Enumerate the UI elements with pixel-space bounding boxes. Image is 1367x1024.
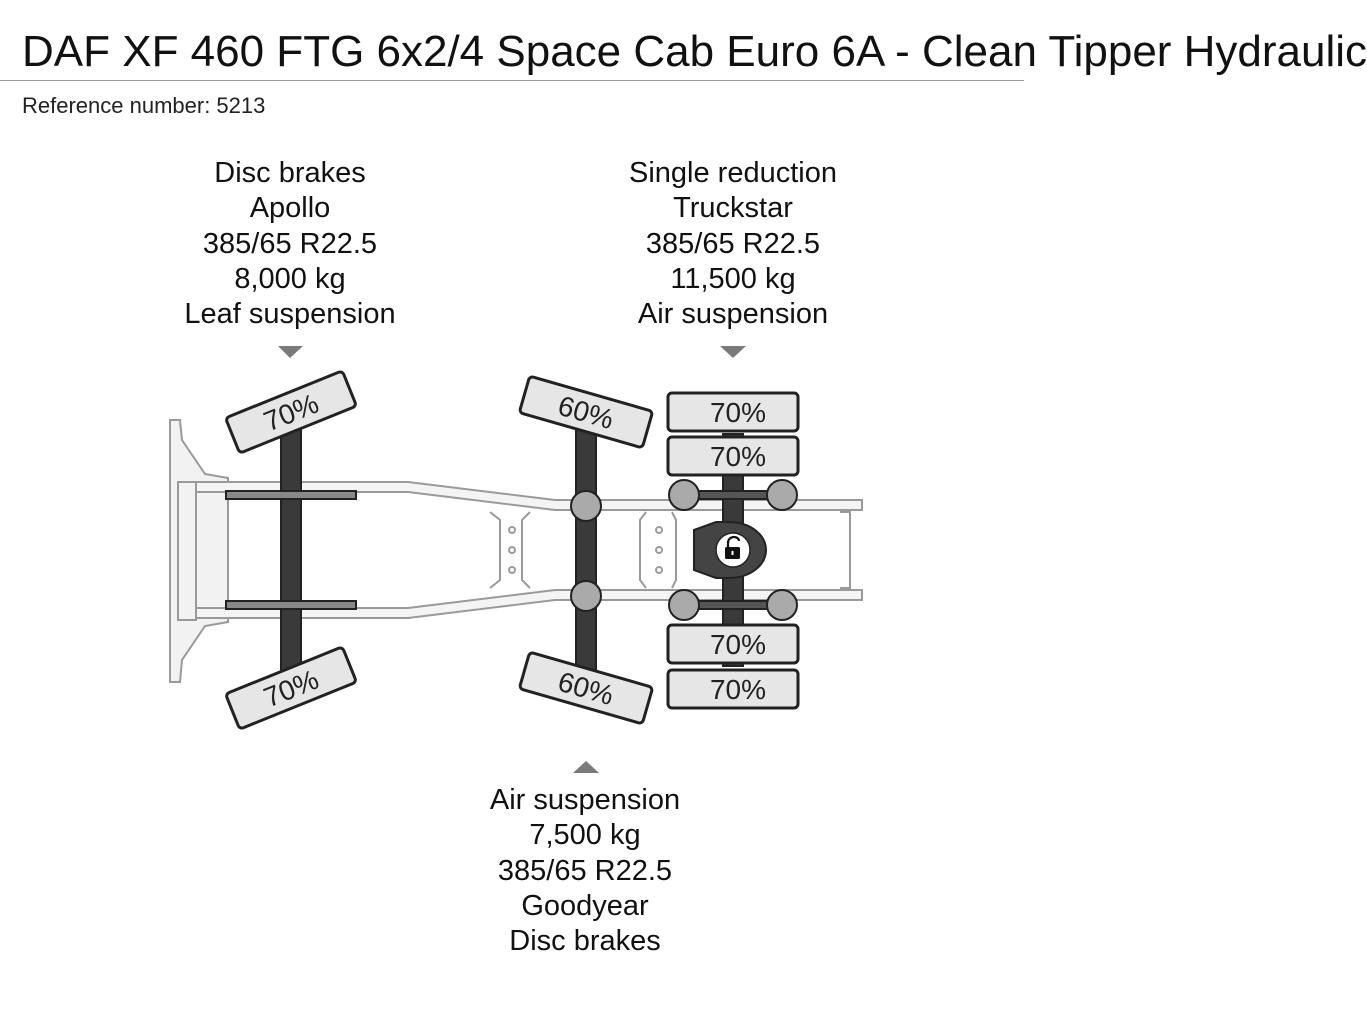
middle-axle-info-line: Disc brakes [509, 925, 661, 958]
middle-axle-info-line: 7,500 kg [529, 819, 641, 852]
front-axle-info-line: Leaf suspension [184, 298, 396, 331]
middle-axle-info-line: 385/65 R22.5 [497, 854, 673, 887]
rear-upper-outer-tyre-percentage: 70% [710, 397, 766, 428]
rear-axle-marker-icon [720, 346, 746, 358]
front-axle: 70% 70% [225, 370, 357, 730]
rear-axle-info-line: Single reduction [629, 157, 837, 189]
middle-axle-marker-icon [573, 761, 599, 773]
front-axle-marker-icon [278, 346, 303, 358]
front-axle-info-line: Disc brakes [214, 157, 366, 189]
reference-number: Reference number: 5213 [22, 93, 266, 118]
padlock-icon [715, 532, 751, 568]
front-axle-info: Disc brakes Apollo 385/65 R22.5 8,000 kg… [140, 156, 440, 332]
page-title: DAF XF 460 FTG 6x2/4 Space Cab Euro 6A -… [22, 27, 1367, 76]
front-axle-info-line: 8,000 kg [234, 262, 346, 295]
middle-upper-tyre-percentage: 60% [555, 390, 617, 435]
rear-axle-info-line: Truckstar [673, 192, 793, 225]
rear-axle-info-line: 385/65 R22.5 [645, 227, 821, 260]
middle-lower-tyre-percentage: 60% [555, 666, 617, 711]
rear-upper-inner-tyre: 70% [666, 435, 800, 477]
rear-lower-inner-tyre: 70% [666, 623, 800, 665]
rear-axle-info-line: Air suspension [637, 298, 829, 331]
axle-diagram: 70% 70% 60% 60% [169, 346, 863, 773]
front-axle-info-line: Apollo [249, 192, 331, 225]
rear-upper-outer-tyre: 70% [666, 391, 800, 433]
middle-upper-tyre: 60% [518, 375, 654, 449]
rear-upper-inner-tyre-percentage: 70% [710, 441, 766, 472]
middle-axle: 60% 60% [518, 375, 654, 725]
cab-front [169, 419, 229, 683]
front-axle-info-line: 385/65 R22.5 [202, 227, 378, 260]
middle-axle-info-line: Air suspension [489, 784, 681, 816]
rear-axle-info: Single reduction Truckstar 385/65 R22.5 … [583, 156, 883, 332]
middle-axle-info-line: Goodyear [521, 889, 649, 922]
rear-lower-outer-tyre-percentage: 70% [710, 674, 766, 705]
rear-lower-outer-tyre: 70% [666, 668, 800, 710]
rear-axle-info-line: 11,500 kg [670, 262, 796, 295]
title-divider [0, 80, 1024, 81]
rear-axle: 70% 70% 70% 70% [666, 391, 800, 710]
middle-axle-info: Air suspension 7,500 kg 385/65 R22.5 Goo… [435, 783, 735, 959]
rear-lower-inner-tyre-percentage: 70% [710, 629, 766, 660]
